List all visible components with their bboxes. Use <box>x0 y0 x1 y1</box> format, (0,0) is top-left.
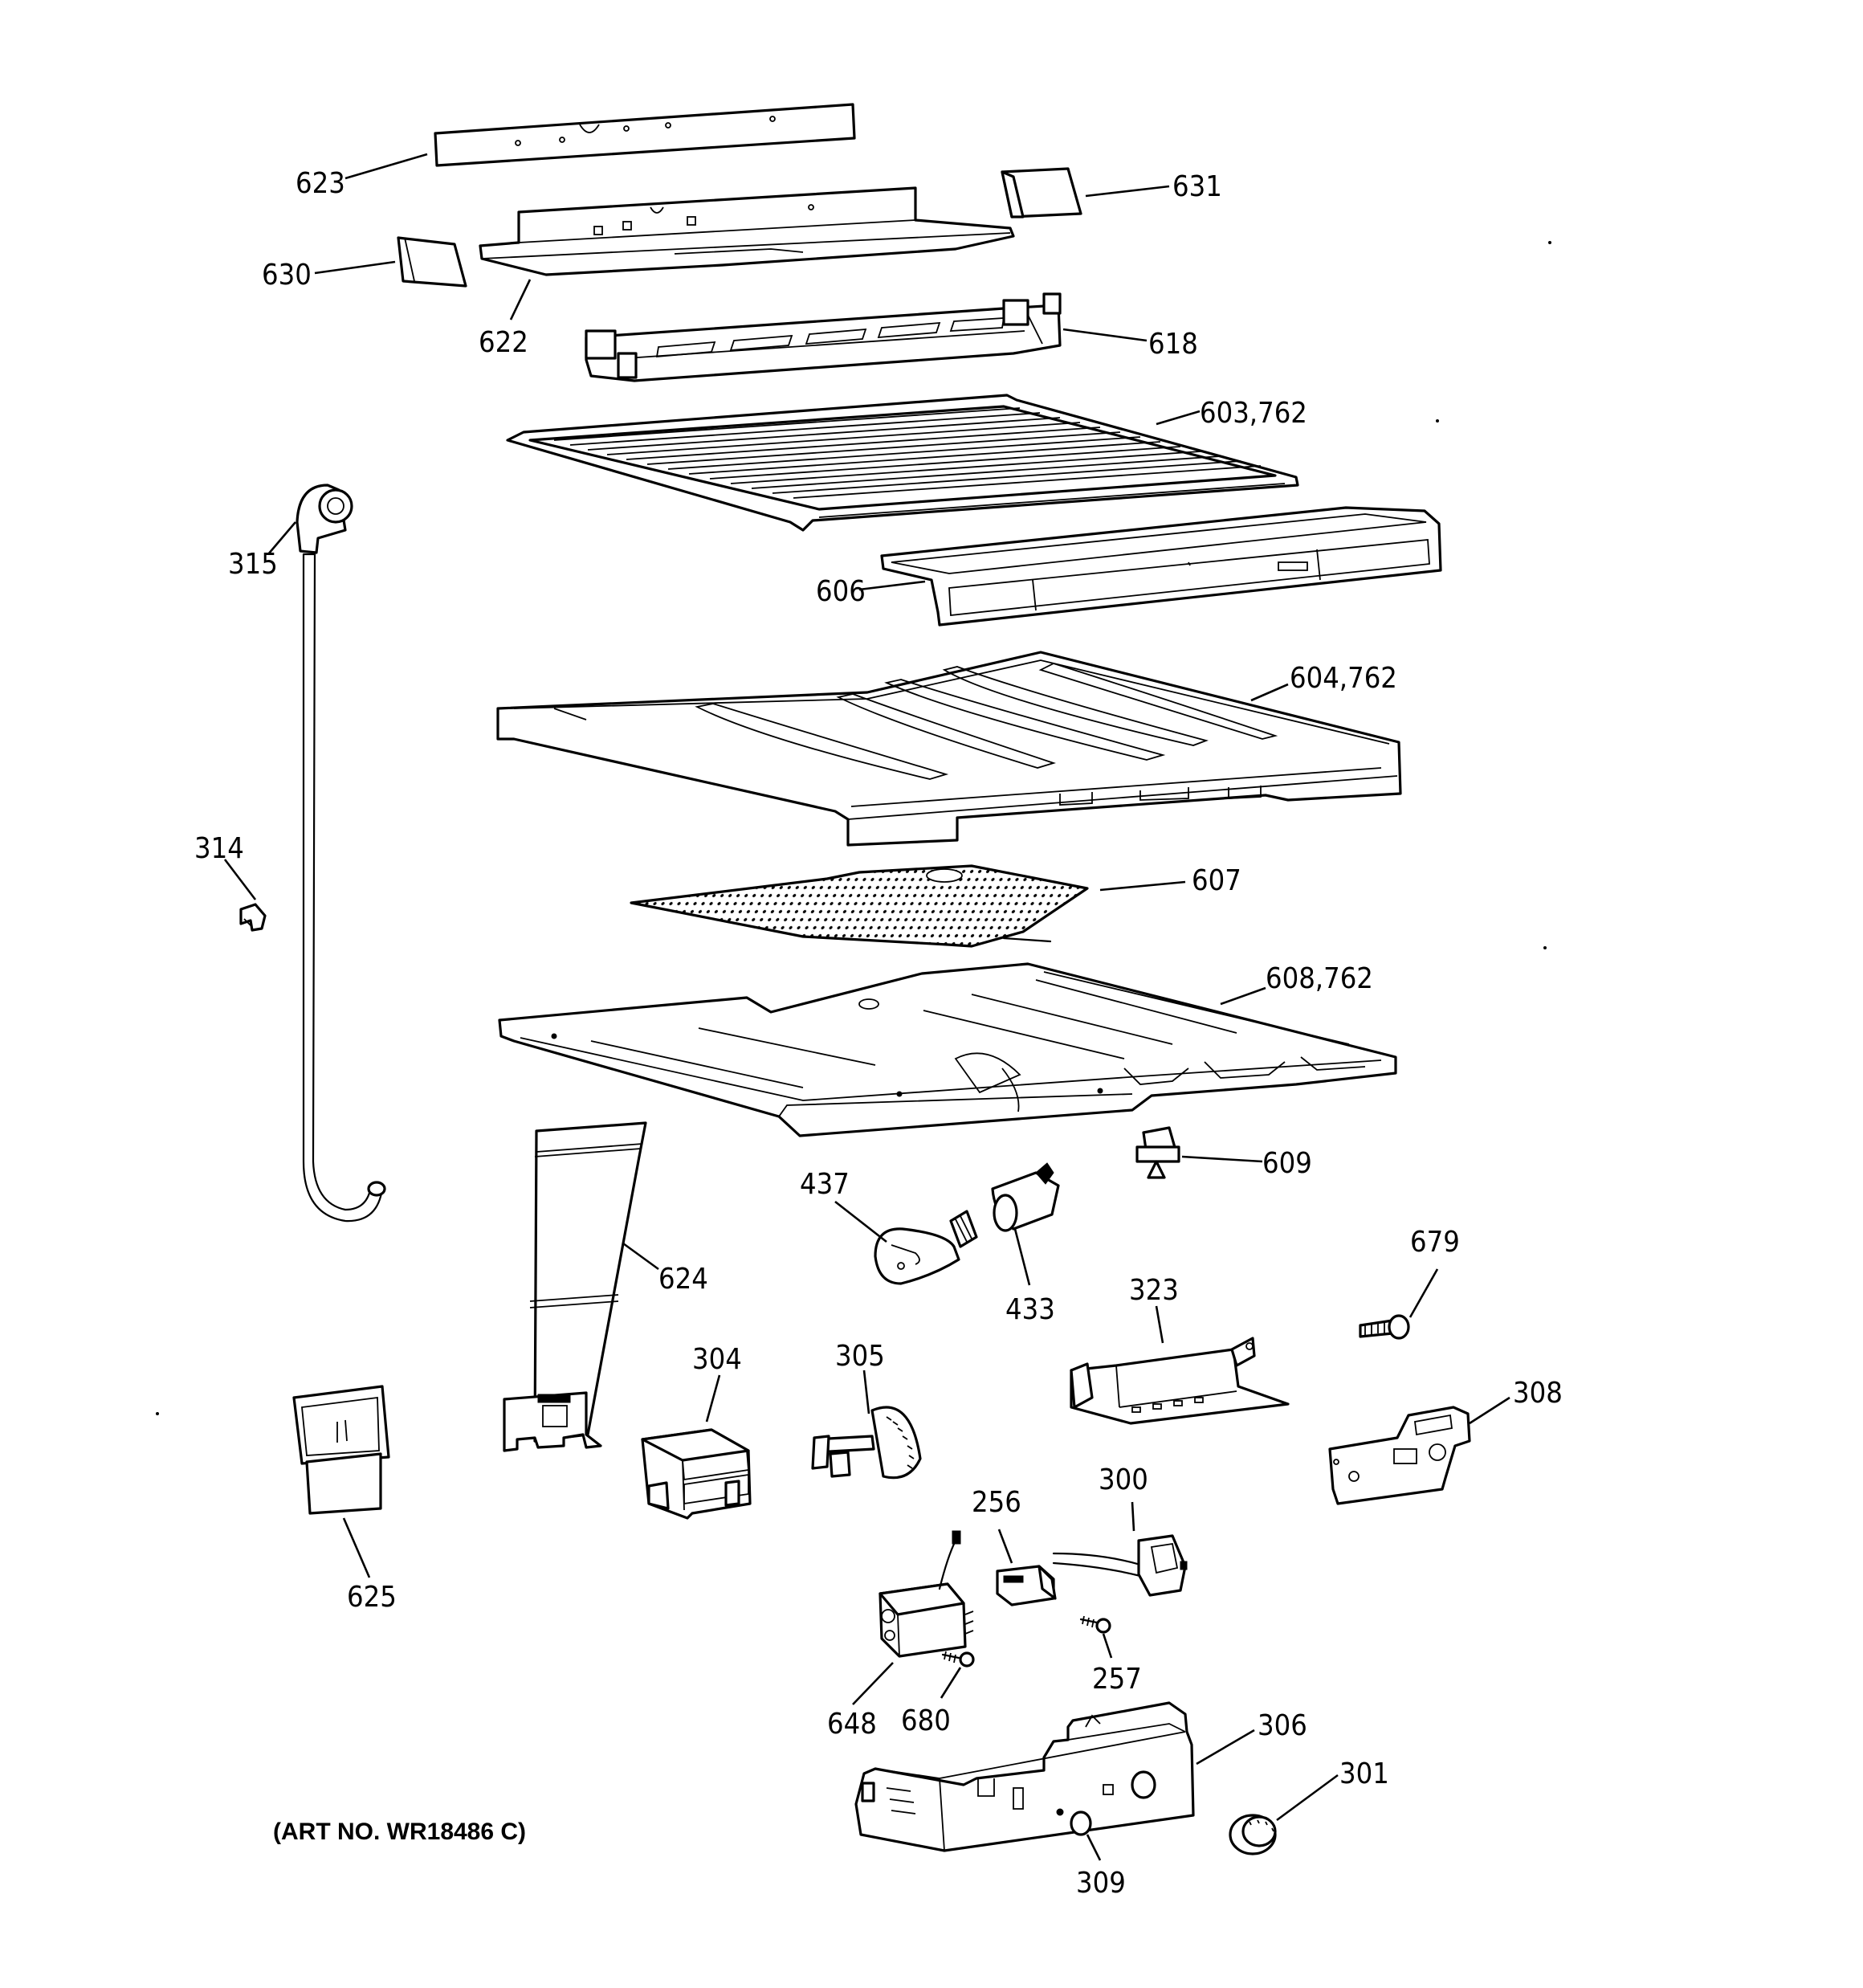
part-314-clip <box>239 903 267 932</box>
callout-607: 607 <box>1192 864 1241 897</box>
callout-314: 314 <box>194 832 244 865</box>
part-257-screw <box>1079 1615 1111 1634</box>
leader-608 <box>1220 986 1266 1006</box>
leader-306 <box>1196 1729 1255 1766</box>
leader-256 <box>997 1529 1013 1564</box>
leader-630 <box>314 260 396 275</box>
callout-623: 623 <box>296 167 345 200</box>
part-609-switch <box>1135 1126 1180 1179</box>
callout-631: 631 <box>1172 170 1222 203</box>
leader-622 <box>509 279 532 320</box>
part-604-shelf <box>496 651 1402 847</box>
leader-623 <box>344 153 428 180</box>
callout-630: 630 <box>262 259 312 292</box>
callout-305: 305 <box>835 1340 885 1373</box>
leader-607 <box>1099 880 1186 892</box>
callout-315: 315 <box>228 548 278 581</box>
part-679-screw <box>1359 1314 1410 1340</box>
leader-308 <box>1469 1396 1510 1425</box>
part-323-bracket <box>1070 1337 1290 1425</box>
callout-622: 622 <box>479 326 528 359</box>
part-300-switch <box>1052 1534 1188 1597</box>
part-256-switch <box>996 1565 1057 1606</box>
part-304-box <box>641 1428 752 1520</box>
callout-309: 309 <box>1076 1867 1126 1900</box>
callout-433: 433 <box>1005 1293 1055 1326</box>
part-606-crisper-cover <box>880 506 1442 627</box>
part-680-screw <box>941 1651 975 1668</box>
leader-603 <box>1156 410 1201 426</box>
part-309-plug <box>1070 1810 1092 1836</box>
leader-624 <box>622 1242 659 1271</box>
part-622-duct-cover <box>479 186 1015 276</box>
callout-257: 257 <box>1092 1663 1142 1696</box>
callout-304: 304 <box>692 1343 742 1376</box>
part-306-control-housing <box>854 1701 1195 1852</box>
callout-679: 679 <box>1410 1226 1460 1259</box>
callout-609: 609 <box>1262 1147 1312 1180</box>
part-618-grille <box>585 292 1062 382</box>
part-608-bottom-pan <box>498 962 1397 1137</box>
leader-680 <box>940 1667 962 1699</box>
callout-300: 300 <box>1099 1463 1148 1496</box>
leader-315 <box>267 521 296 555</box>
part-624-duct <box>503 1121 647 1452</box>
part-631-end-cap <box>1001 167 1082 218</box>
part-308-plate <box>1328 1406 1471 1505</box>
leader-625 <box>342 1517 371 1578</box>
leader-323 <box>1155 1305 1164 1344</box>
callout-437: 437 <box>800 1168 850 1201</box>
leader-305 <box>862 1370 870 1414</box>
callout-680: 680 <box>901 1704 951 1737</box>
leader-309 <box>1086 1834 1102 1861</box>
leader-300 <box>1131 1501 1135 1532</box>
callout-301: 301 <box>1339 1757 1389 1790</box>
callout-648: 648 <box>827 1708 877 1741</box>
callout-618: 618 <box>1148 328 1198 361</box>
leader-304 <box>705 1374 721 1423</box>
leader-301 <box>1276 1774 1339 1822</box>
part-623-bracket <box>434 103 856 167</box>
part-315-drain-tube <box>296 484 386 1223</box>
art-number: (ART NO. WR18486 C) <box>273 1819 526 1845</box>
callout-606: 606 <box>816 575 866 608</box>
leader-604 <box>1250 683 1289 702</box>
leader-609 <box>1181 1155 1263 1163</box>
callout-604: 604,762 <box>1290 662 1397 695</box>
leader-631 <box>1085 185 1170 198</box>
part-603-ribbed-shelf <box>506 394 1299 532</box>
leader-618 <box>1062 328 1148 342</box>
callout-323: 323 <box>1129 1274 1179 1307</box>
part-305-dial <box>811 1406 922 1480</box>
leader-314 <box>223 859 257 900</box>
part-630-end-cap <box>397 236 467 288</box>
part-625-housing <box>292 1385 390 1515</box>
leader-257 <box>1102 1633 1113 1659</box>
leader-433 <box>1013 1228 1031 1286</box>
leader-648 <box>852 1662 894 1705</box>
callout-256: 256 <box>972 1486 1021 1519</box>
leader-679 <box>1408 1268 1439 1318</box>
leader-606 <box>858 580 926 591</box>
part-301-knob <box>1229 1814 1277 1855</box>
part-607-mesh-panel <box>630 864 1089 948</box>
callout-603: 603,762 <box>1200 397 1307 430</box>
callout-608: 608,762 <box>1266 962 1373 995</box>
leader-437 <box>834 1200 887 1243</box>
callout-624: 624 <box>658 1263 708 1296</box>
callout-306: 306 <box>1258 1709 1307 1742</box>
callout-625: 625 <box>347 1581 397 1614</box>
callout-308: 308 <box>1513 1377 1563 1410</box>
part-648-motor <box>879 1530 974 1658</box>
part-437-light-bulb <box>874 1210 978 1285</box>
part-433-socket <box>991 1162 1060 1232</box>
